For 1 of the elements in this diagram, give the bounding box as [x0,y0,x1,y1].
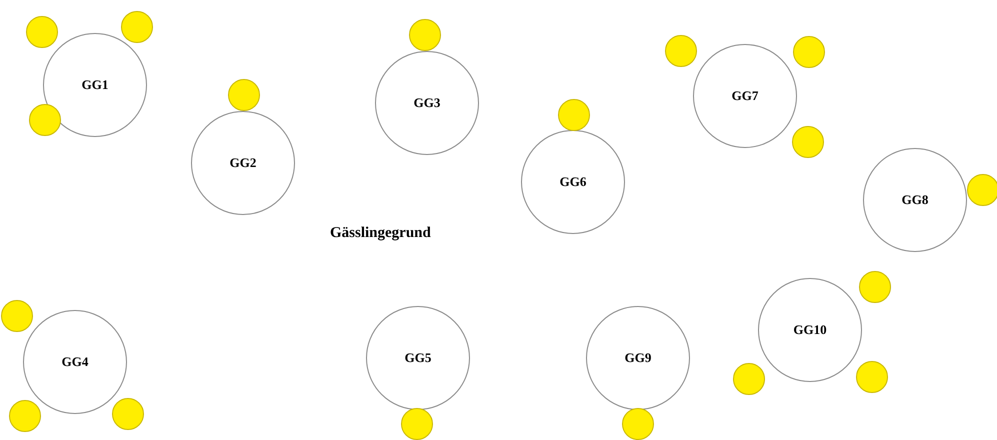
area-label: Gässlingegrund [330,224,431,243]
